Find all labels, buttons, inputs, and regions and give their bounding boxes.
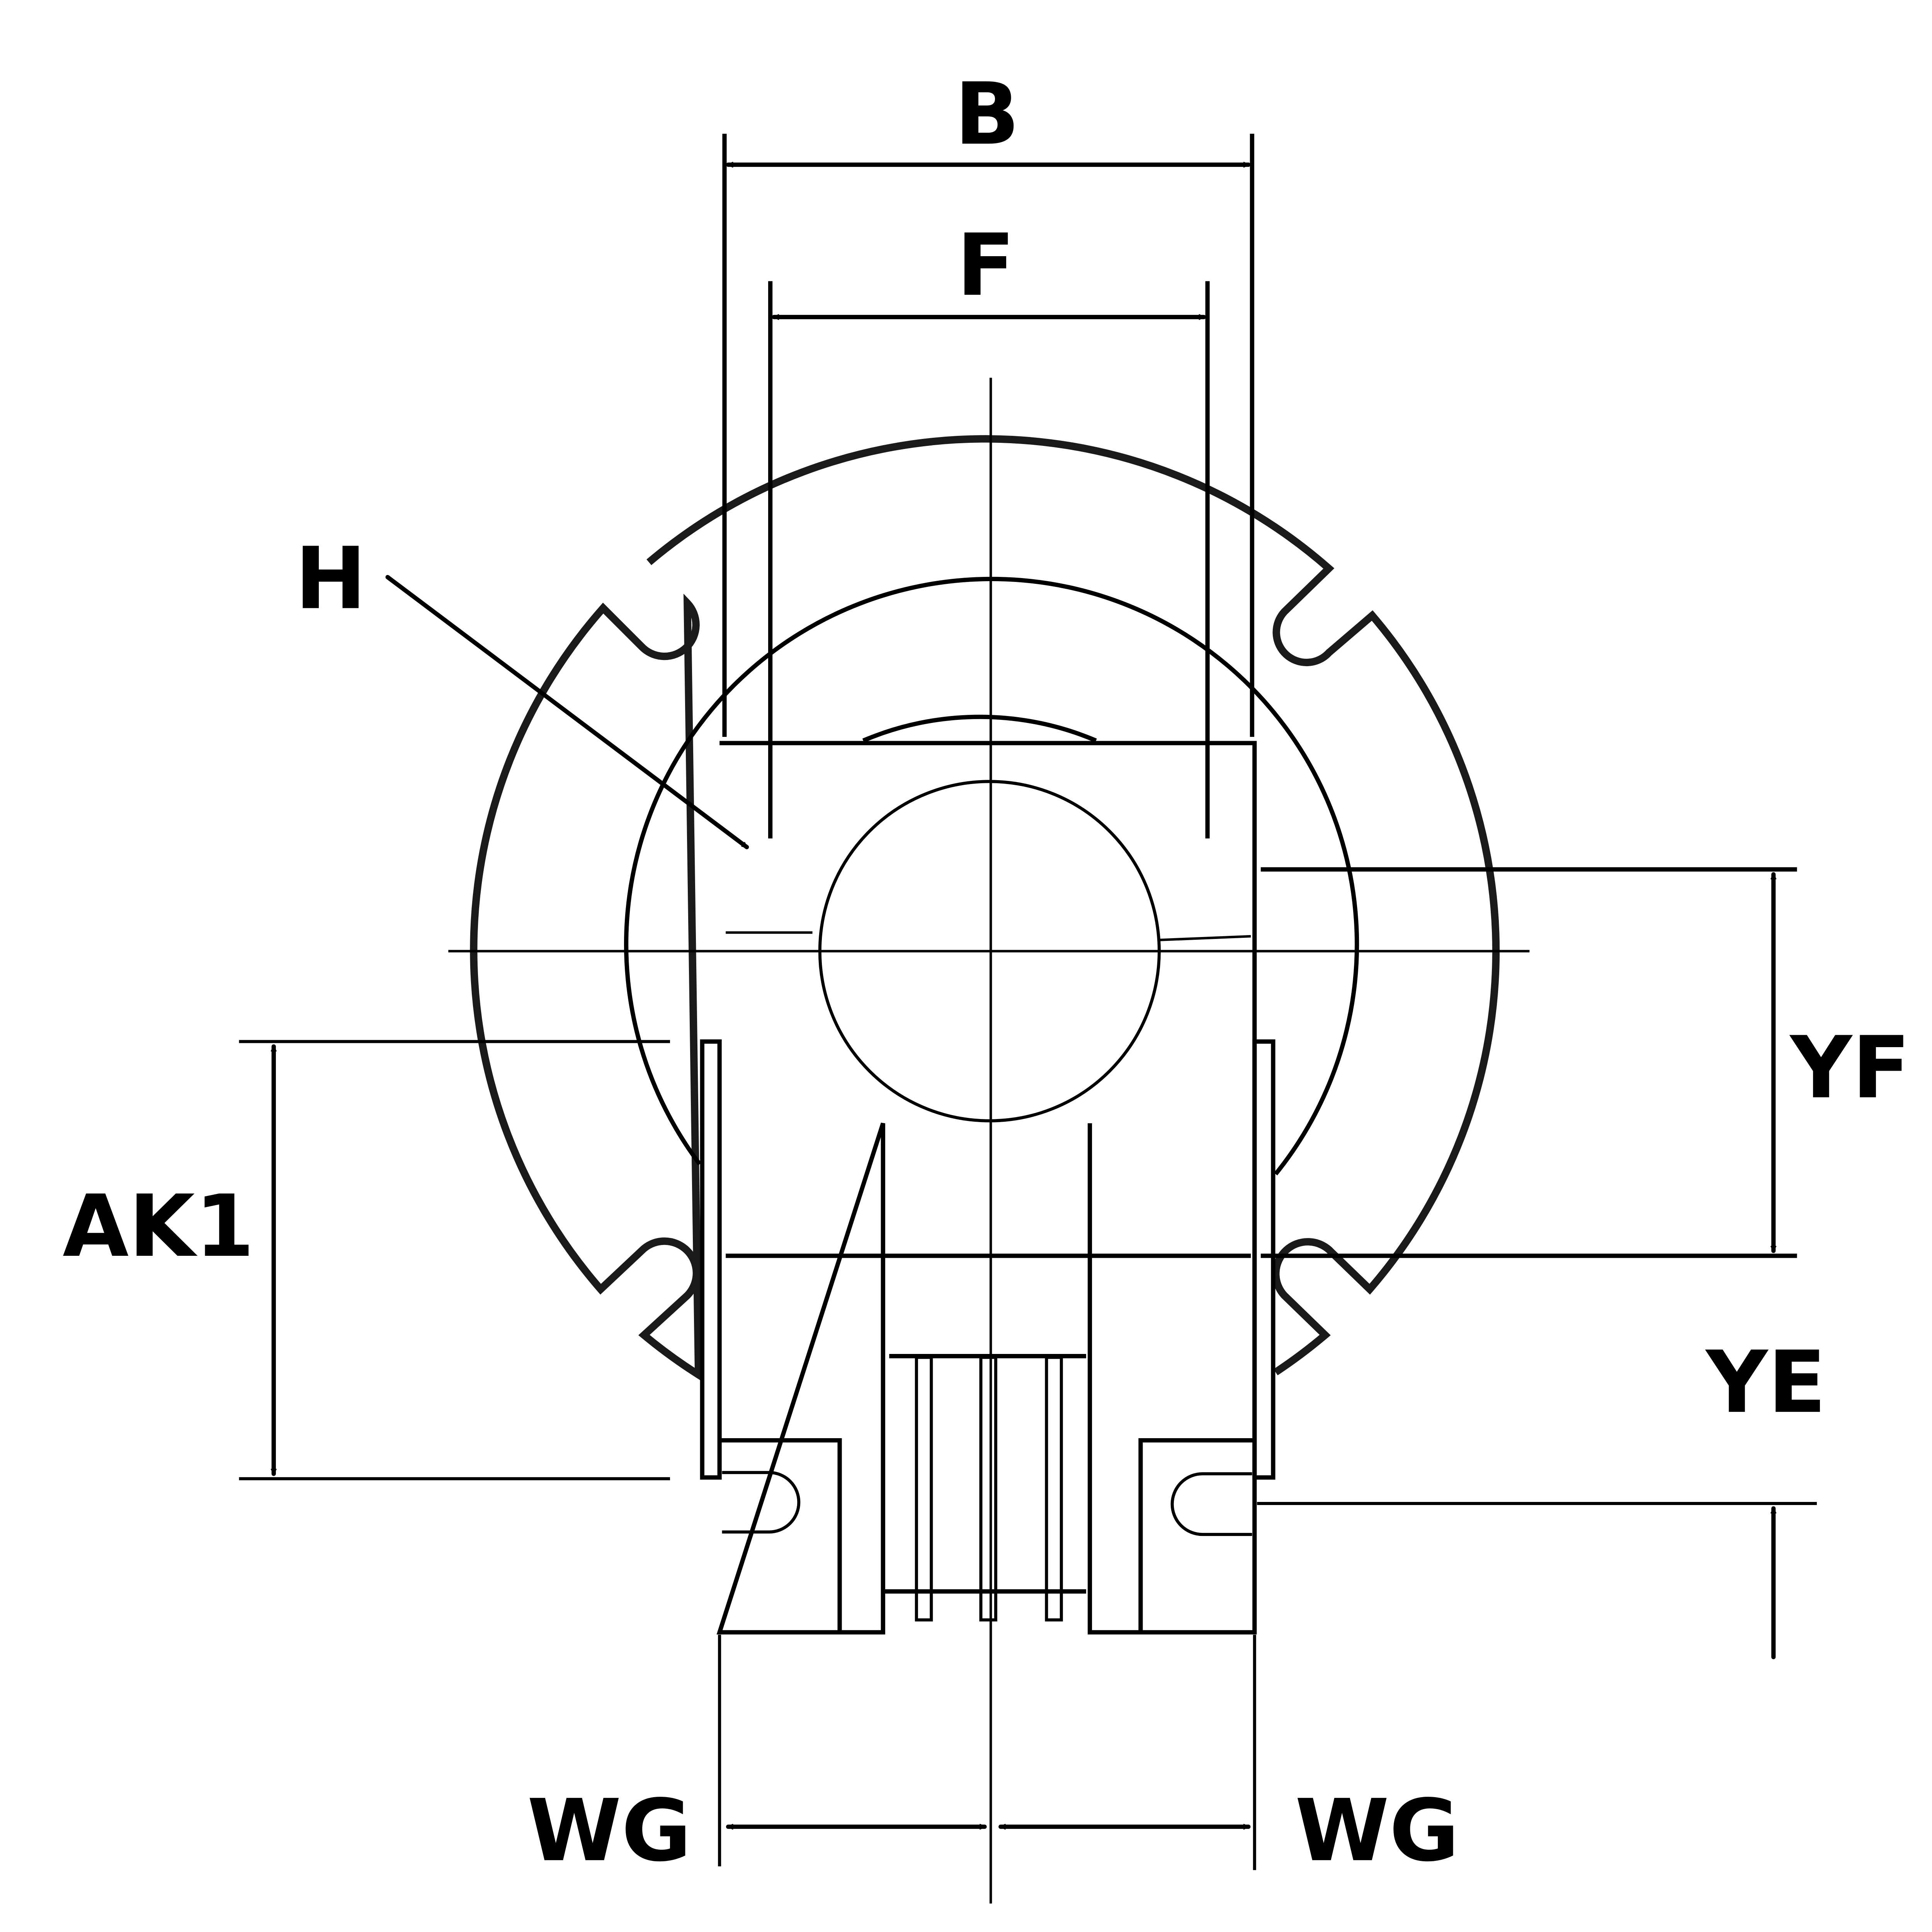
right-mounting-slot bbox=[1170, 1472, 1252, 1536]
label-yf: YF bbox=[1789, 1019, 1910, 1118]
left-foot bbox=[719, 1438, 842, 1633]
leader-line-h bbox=[385, 575, 749, 849]
outer-flange-outline bbox=[470, 435, 1500, 1382]
label-f: F bbox=[957, 216, 1015, 315]
right-foot bbox=[1138, 1438, 1255, 1633]
slot-tooth-2 bbox=[979, 1355, 997, 1622]
slot-tooth-1 bbox=[915, 1355, 933, 1622]
slot-tooth-3 bbox=[1045, 1355, 1063, 1622]
label-ye: YE bbox=[1705, 1333, 1826, 1432]
left-mounting-slot bbox=[722, 1471, 801, 1534]
label-wg-right: WG bbox=[1295, 1781, 1459, 1881]
label-h: H bbox=[295, 529, 366, 629]
inner-ring bbox=[624, 577, 1359, 1175]
right-side-flange bbox=[1252, 1039, 1276, 1480]
label-b: B bbox=[954, 65, 1020, 164]
central-bore bbox=[818, 780, 1161, 1122]
bore-tick-right bbox=[1159, 935, 1251, 941]
body-block bbox=[716, 741, 1257, 1634]
label-ak1: AK1 bbox=[63, 1177, 254, 1276]
hub-arc bbox=[862, 714, 1097, 743]
label-wg-left: WG bbox=[527, 1781, 691, 1881]
left-side-flange bbox=[700, 1039, 722, 1480]
